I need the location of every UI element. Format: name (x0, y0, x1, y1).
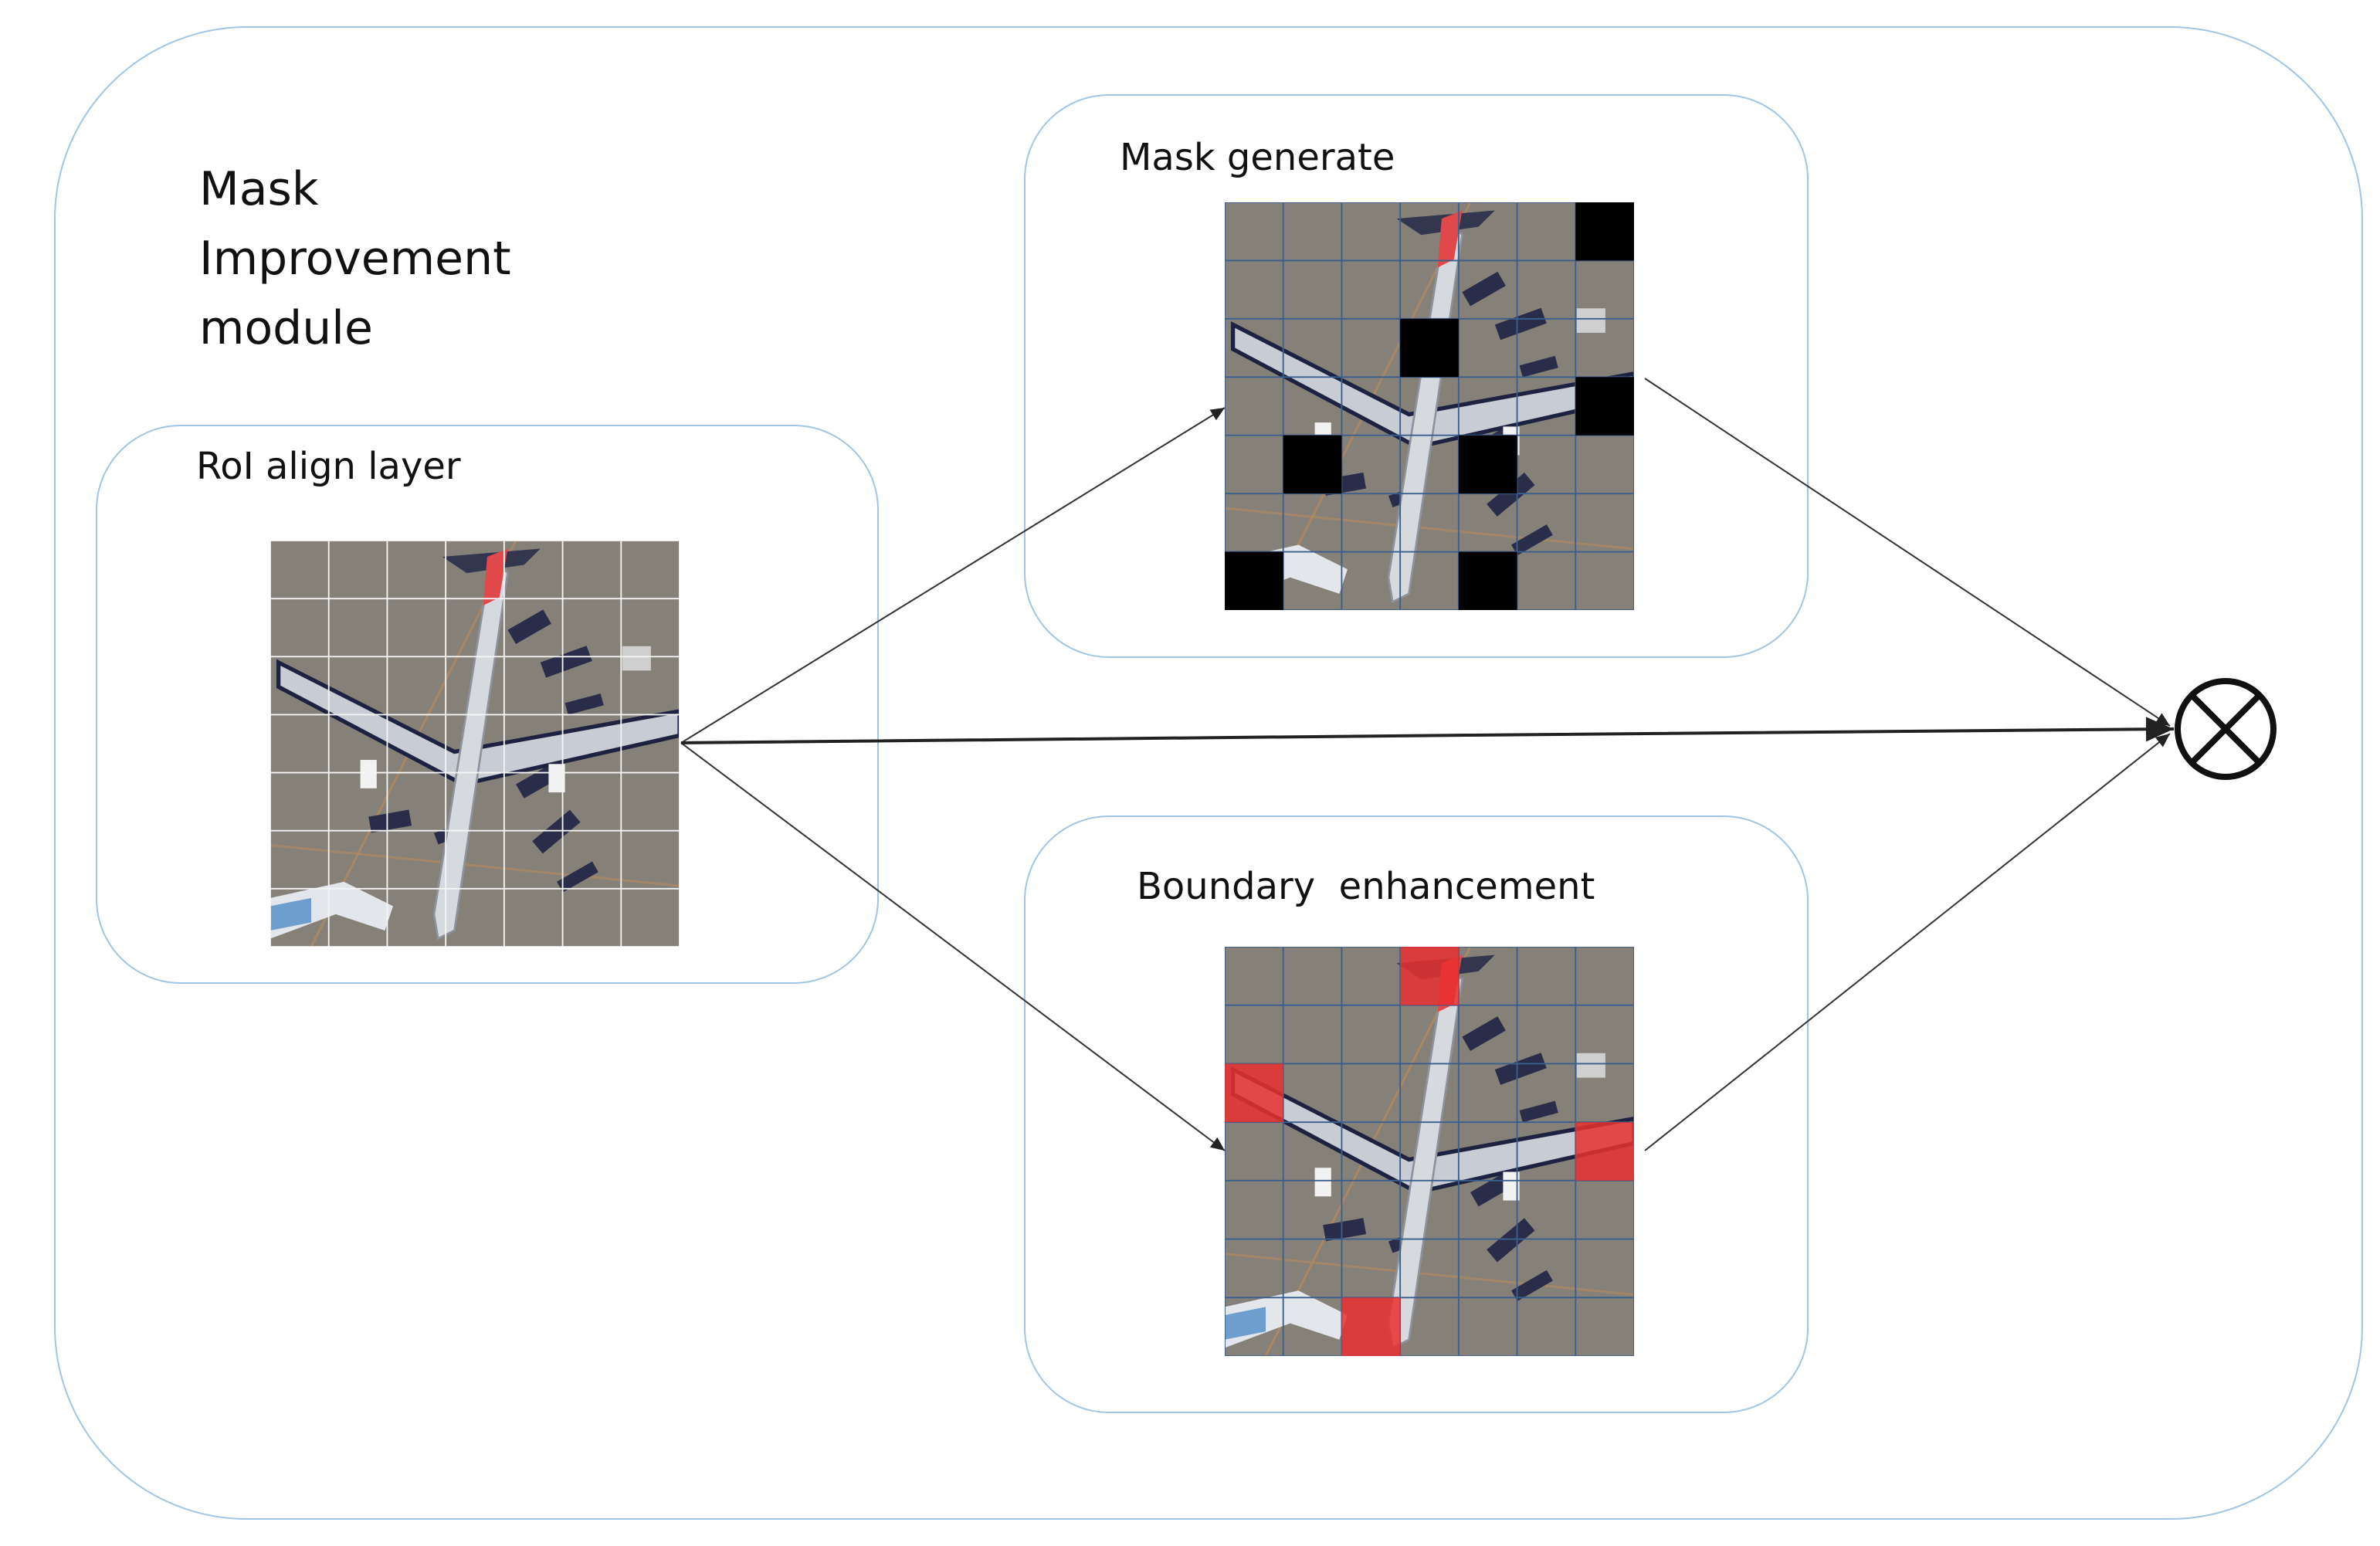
boundary-enhancement-label: Boundary enhancement (1137, 865, 1595, 908)
boundary-aircraft-patch (1225, 947, 1634, 1356)
mask-aircraft-patch (1225, 202, 1634, 610)
arrow-mask-to-operator (1644, 378, 2171, 727)
aircraft-image (1225, 947, 1634, 1356)
arrow-roi-to-operator (680, 717, 2175, 744)
boundary-cell (1225, 1063, 1283, 1123)
masked-cell (1575, 202, 1634, 261)
masked-cell (1458, 551, 1517, 610)
masked-cell (1283, 435, 1342, 494)
masked-cell (1575, 377, 1634, 436)
masked-cell (1458, 435, 1517, 494)
aircraft-image (270, 541, 680, 947)
boundary-cell (1341, 1297, 1401, 1356)
masked-cell (1225, 551, 1283, 610)
aircraft-image (1225, 202, 1634, 610)
mask-generate-box (1024, 94, 1809, 658)
arrow-roi-to-mask (680, 407, 1226, 744)
arrow-roi-to-boundary (680, 742, 1226, 1151)
mask-generate-label: Mask generate (1120, 136, 1395, 179)
multiply-circle-icon (2175, 678, 2277, 780)
module-title: Mask Improvement module (199, 162, 511, 355)
masked-cell (1400, 318, 1459, 378)
roi-aircraft-patch (270, 541, 680, 947)
boundary-cell (1575, 1122, 1634, 1181)
arrow-boundary-to-operator (1644, 733, 2171, 1151)
roi-align-layer-label: RoI align layer (196, 445, 461, 488)
mask-improvement-module-container (54, 26, 2363, 1520)
boundary-enhancement-box (1024, 815, 1809, 1413)
boundary-cell (1400, 947, 1459, 1005)
roi-align-layer-box (96, 425, 879, 984)
